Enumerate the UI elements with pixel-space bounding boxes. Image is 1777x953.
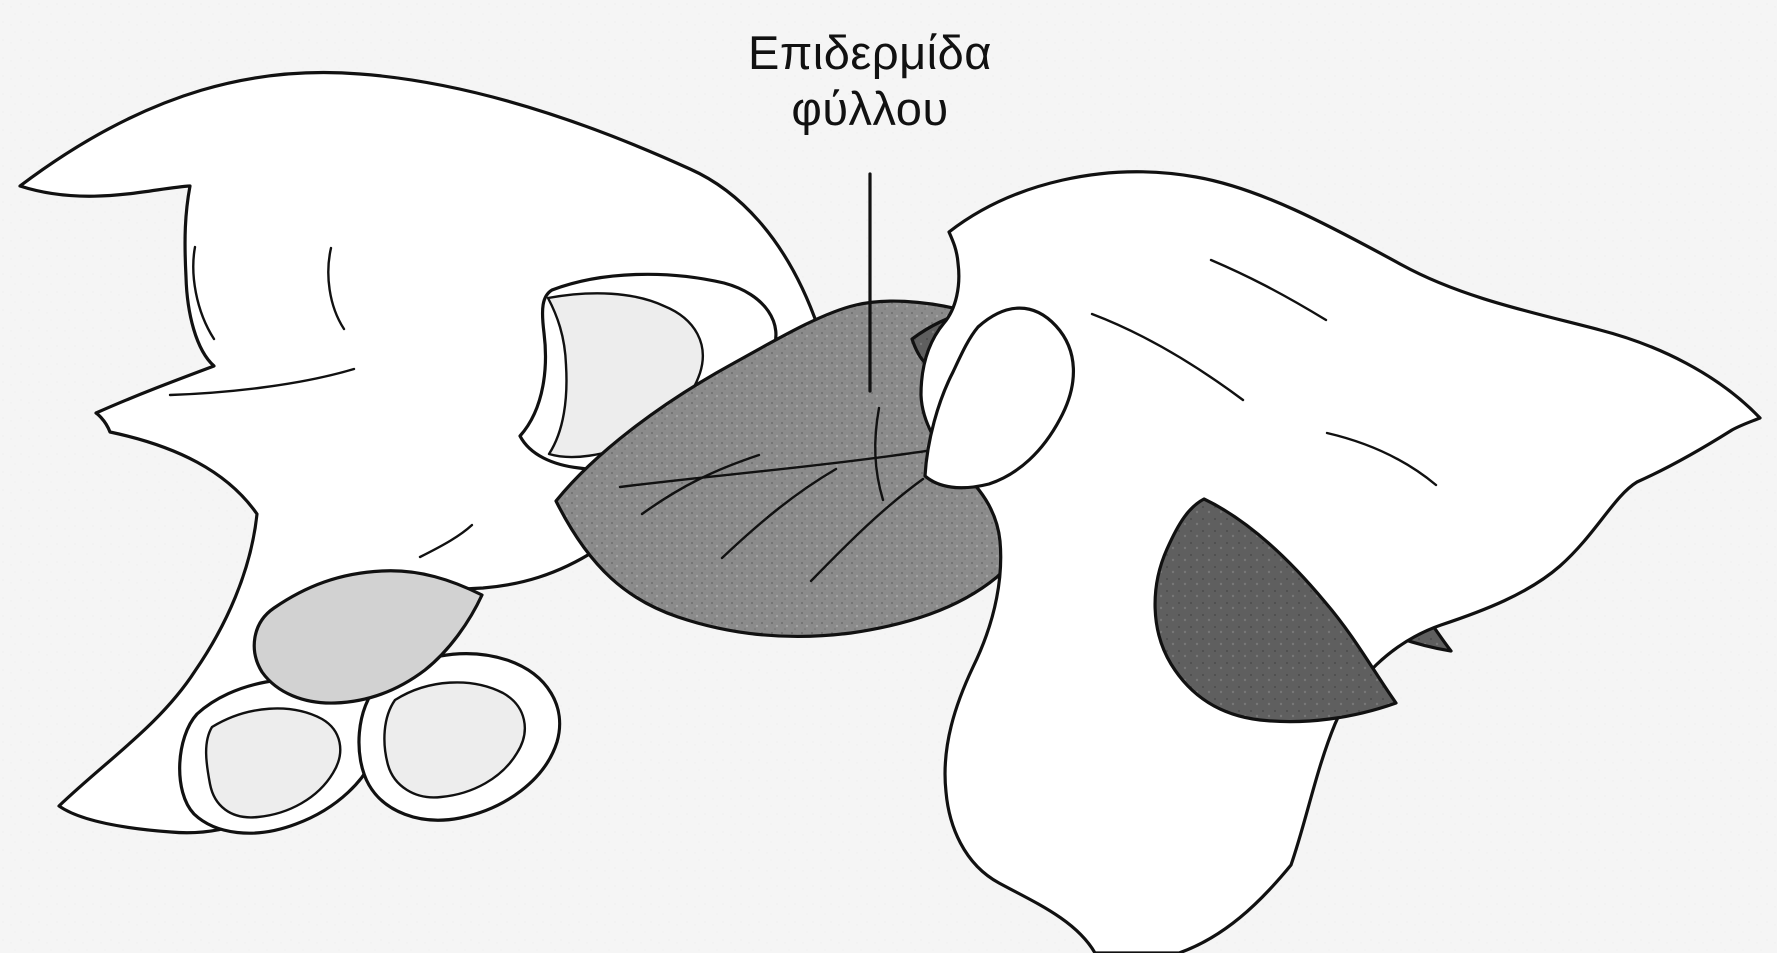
- diagram-label: Επιδερμίδα φύλλου: [690, 25, 1050, 137]
- label-line-2: φύλλου: [690, 81, 1050, 137]
- label-line-1: Επιδερμίδα: [690, 25, 1050, 81]
